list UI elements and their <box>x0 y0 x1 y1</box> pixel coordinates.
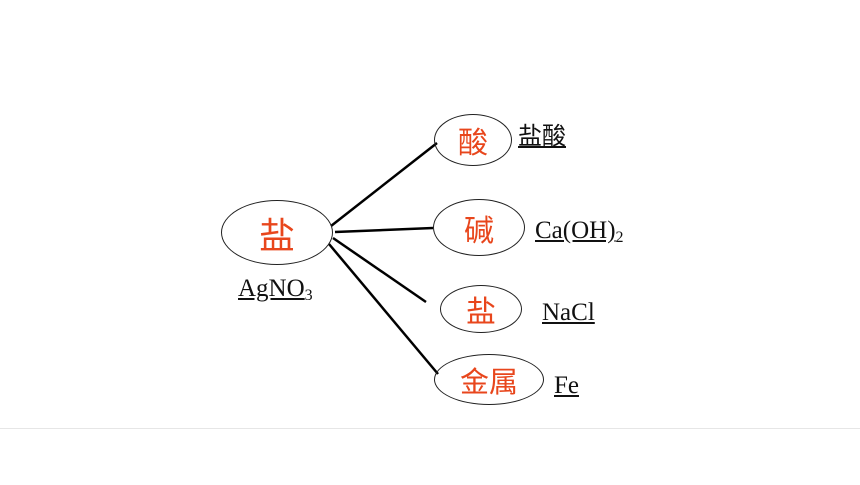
branch-node-metal: 金属 <box>434 354 544 405</box>
slide-bottom-area <box>0 428 860 485</box>
branch-node-acid: 酸 <box>434 114 512 166</box>
branch-node-label: 金属 <box>459 364 518 399</box>
center-example-formula: AgNO3 <box>238 275 313 304</box>
branch-example-base: Ca(OH)2 <box>535 217 624 246</box>
connector-lines <box>328 142 439 375</box>
connector-line-base <box>334 226 434 234</box>
branch-node-label: 酸 <box>458 126 488 161</box>
branch-example-salt: NaCl <box>542 299 595 326</box>
center-node-salt: 盐 <box>221 200 333 265</box>
branch-node-label: 盐 <box>466 295 496 330</box>
connector-line-metal <box>328 243 439 375</box>
center-node-label: 盐 <box>258 215 295 257</box>
connector-line-salt <box>332 236 427 304</box>
branch-example-acid: 盐酸 <box>518 122 566 150</box>
connector-line-acid <box>330 142 438 227</box>
branch-example-metal: Fe <box>554 372 579 399</box>
branch-node-label: 碱 <box>464 213 494 249</box>
branch-node-base: 碱 <box>433 199 525 256</box>
branch-node-salt: 盐 <box>440 285 522 333</box>
slide: 盐 AgNO3 酸 盐酸 碱 Ca(OH)2 盐 NaCl 金属 Fe <box>221 114 624 405</box>
